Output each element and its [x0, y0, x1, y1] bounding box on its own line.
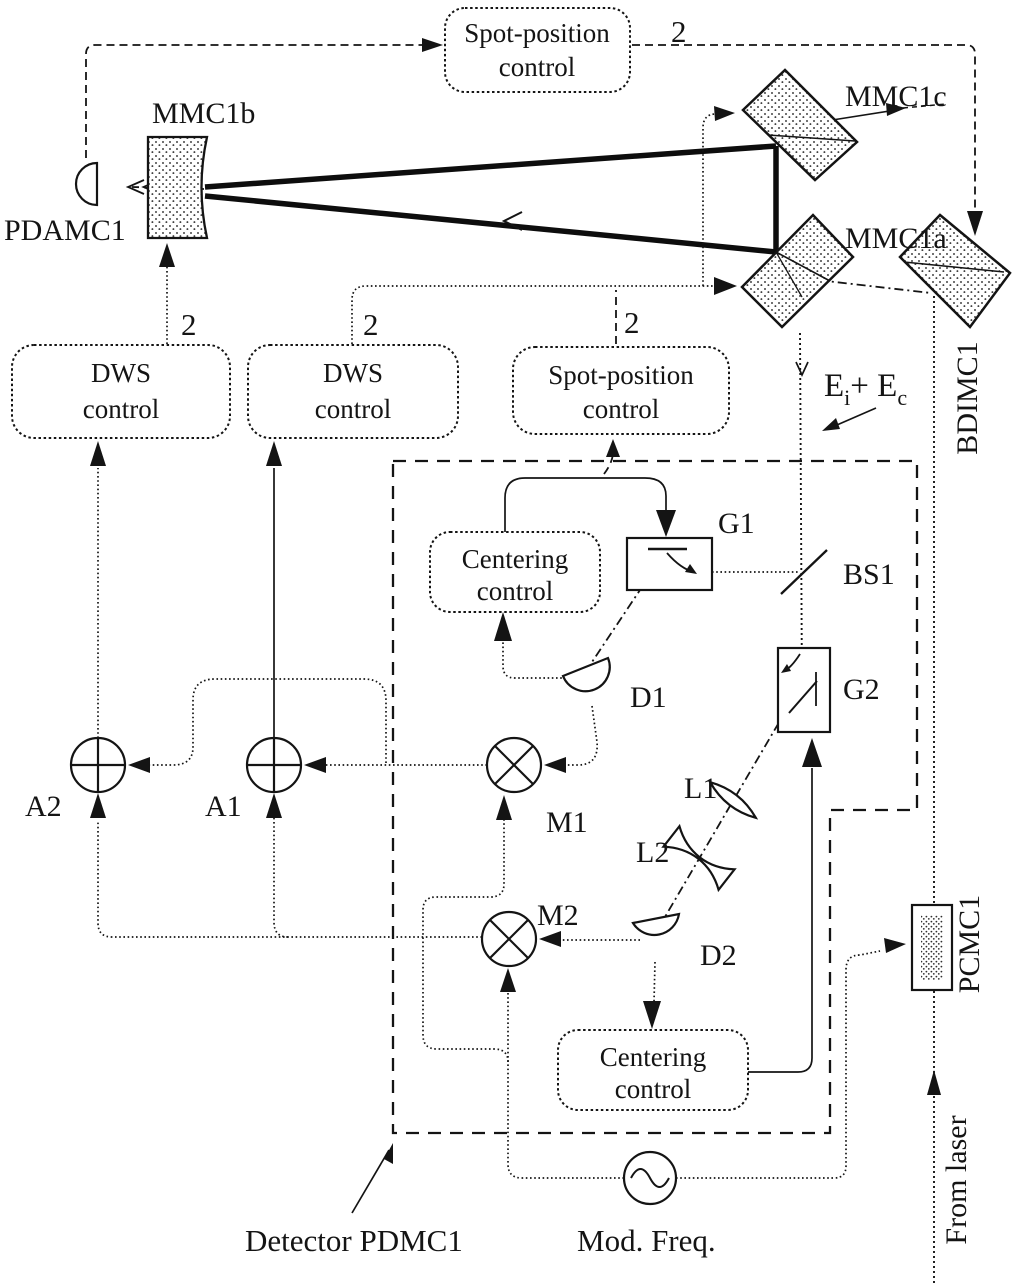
spot-position-2-line1: Spot-position	[548, 360, 694, 390]
from-laser-arrowhead	[927, 1070, 941, 1095]
mixer-m2	[480, 910, 538, 968]
dws-2-line1: DWS	[323, 358, 383, 388]
label-e-fields: Ei+ Ec	[824, 368, 907, 410]
label-l2: L2	[636, 836, 669, 869]
dws-1-line1: DWS	[91, 358, 151, 388]
cavity-beams	[204, 143, 779, 255]
signal-wires	[85, 38, 983, 1214]
centering-control-1-box	[429, 531, 601, 613]
control-boxes	[11, 7, 749, 1111]
centering-2-line2: control	[615, 1074, 691, 1104]
label-g1: G1	[718, 507, 755, 540]
dws-control-2-box	[247, 344, 459, 439]
spot-position-1-line2: control	[499, 52, 575, 82]
centering-control-2-box	[557, 1029, 749, 1111]
pickoff-arrow-chevron	[795, 361, 809, 378]
label-l1: L1	[684, 772, 717, 805]
label-mmc1b: MMC1b	[152, 97, 255, 130]
label-2-dws1: 2	[181, 307, 197, 342]
mirror-mmc1c	[741, 68, 859, 182]
oscillator-mod-freq	[622, 1150, 678, 1206]
label-mmc1a: MMC1a	[845, 222, 947, 255]
label-mmc1c: MMC1c	[845, 80, 947, 113]
detector-region-boundary	[391, 459, 919, 1135]
lens-l2	[661, 823, 737, 893]
galvo-g2	[776, 646, 832, 734]
label-a1: A1	[205, 790, 242, 823]
galvo-g1	[625, 536, 714, 592]
label-pdamc1: PDAMC1	[4, 214, 126, 247]
label-2-spot2: 2	[624, 305, 640, 340]
label-bdimc1: BDIMC1	[951, 341, 984, 454]
label-bs1: BS1	[843, 558, 895, 591]
spot-position-control-1-box	[444, 7, 631, 93]
label-d2: D2	[700, 939, 737, 972]
beam-direction-chevron	[501, 211, 523, 231]
label-d1: D1	[630, 681, 667, 714]
electronics-symbols	[69, 736, 678, 1206]
photodiode-pdamc1	[74, 161, 99, 207]
label-pcmc1: PCMC1	[953, 895, 986, 993]
mirror-mmc1a	[740, 213, 855, 329]
label-2-top: 2	[671, 14, 687, 49]
dws-1-line2: control	[83, 394, 159, 424]
label-a2: A2	[25, 790, 62, 823]
label-m1: M1	[546, 806, 588, 839]
pdamc1-beam-chevron	[125, 179, 145, 195]
adder-a2	[69, 736, 127, 794]
label-m2: M2	[537, 899, 579, 932]
photodiode-d2	[631, 912, 681, 937]
mirror-mmc1b	[146, 135, 209, 240]
label-mod-freq: Mod. Freq.	[577, 1223, 716, 1258]
centering-2-line1: Centering	[600, 1042, 706, 1072]
spot-position-control-2-box	[512, 346, 730, 435]
text-labels: Spot-position control DWS control DWS co…	[4, 14, 986, 1258]
centering-1-line1: Centering	[462, 544, 568, 574]
mixer-m1	[485, 736, 543, 794]
dws-control-1-box	[11, 344, 231, 439]
modulator-pcmc1	[910, 903, 954, 992]
label-g2: G2	[843, 673, 880, 706]
adder-a1	[245, 736, 303, 794]
beamsplitter-bs1	[780, 549, 828, 595]
label-from-laser: From laser	[940, 1115, 973, 1244]
centering-1-line2: control	[477, 576, 553, 606]
beam-arrowhead	[886, 103, 906, 116]
label-2-dws2: 2	[363, 307, 379, 342]
optical-components	[74, 68, 1012, 992]
photodiode-d1	[561, 656, 611, 693]
label-detector-region: Detector PDMC1	[245, 1223, 463, 1258]
spot-position-1-line1: Spot-position	[464, 18, 610, 48]
spot-position-2-line2: control	[583, 394, 659, 424]
dws-2-line2: control	[315, 394, 391, 424]
lens-l1	[707, 780, 759, 820]
mirror-bdimc1	[898, 213, 1012, 329]
